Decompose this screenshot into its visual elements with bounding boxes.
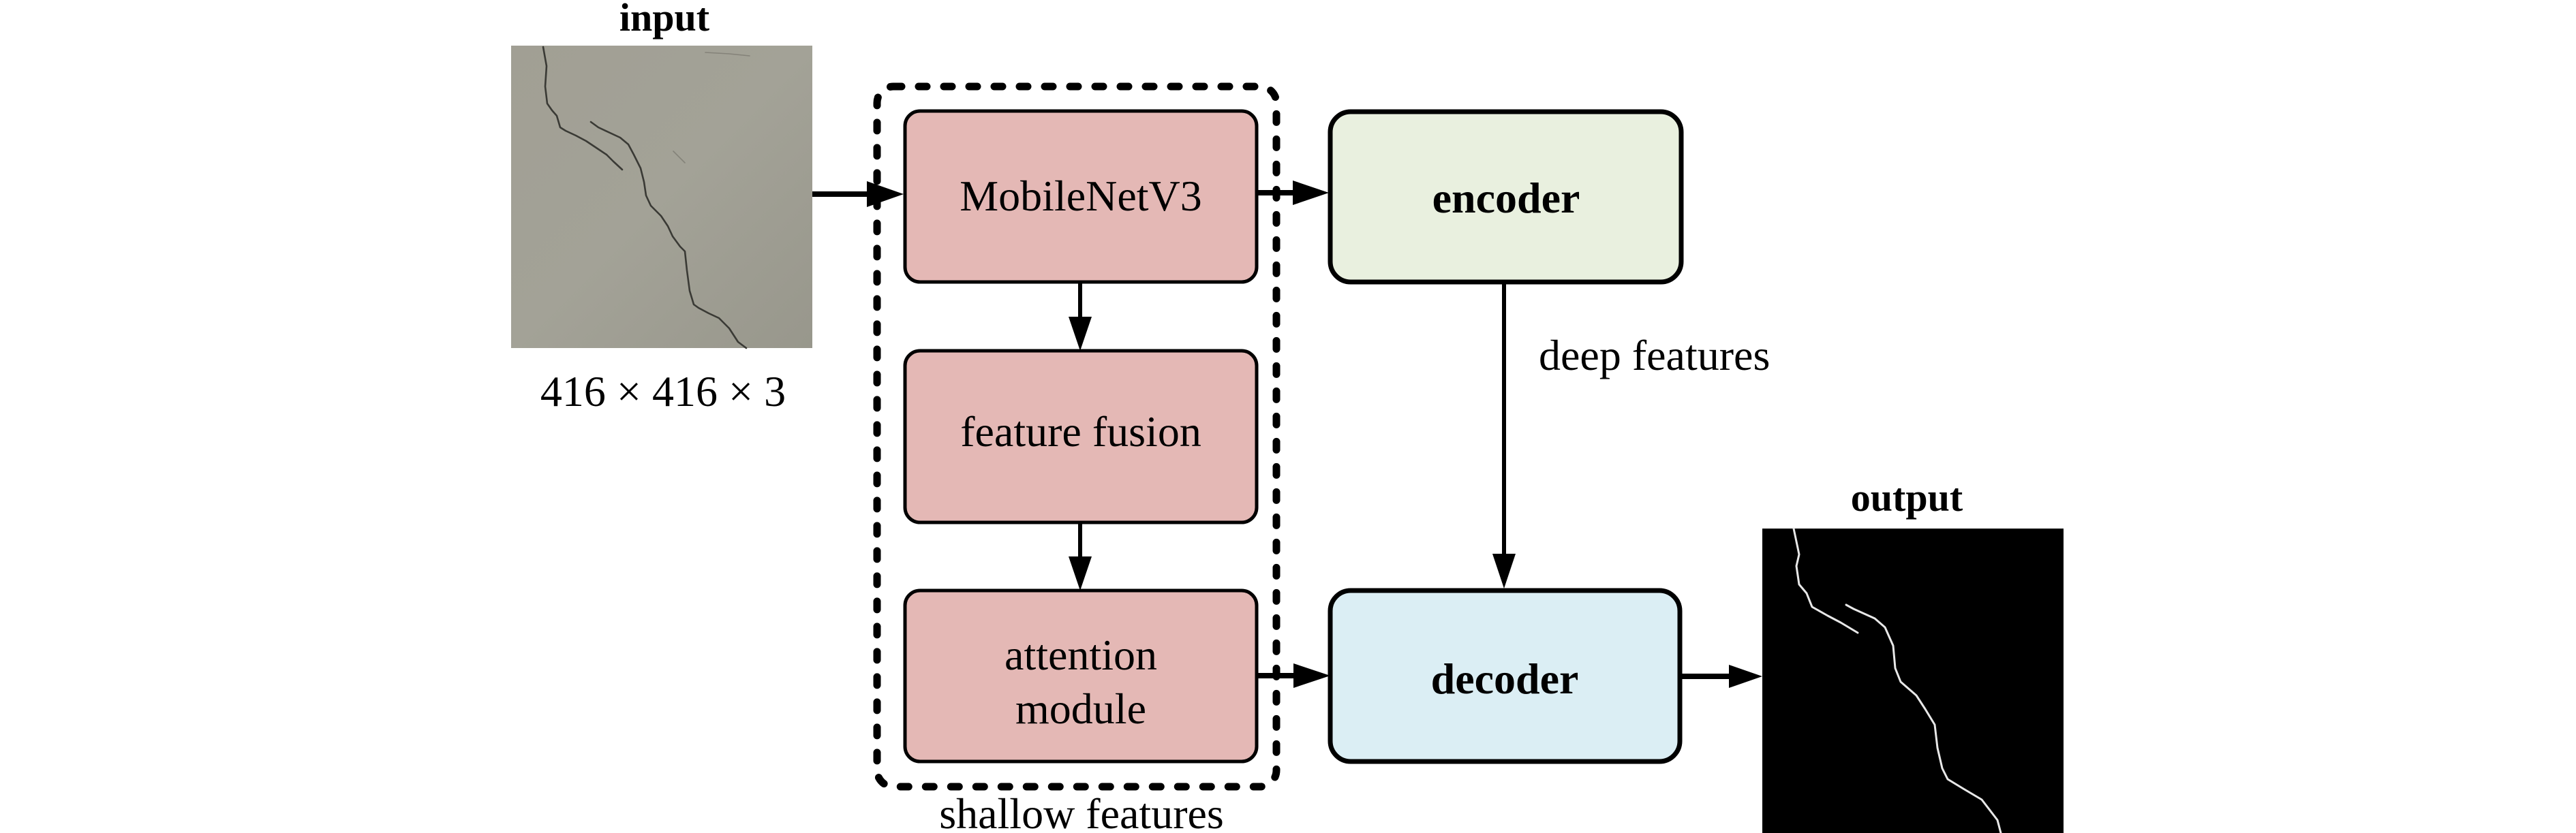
decoder-block: decoder — [1328, 588, 1683, 764]
output-label: output — [1851, 475, 1963, 520]
input-image — [511, 46, 812, 349]
mobilenetv3-block: MobileNetV3 — [903, 109, 1259, 284]
attention-module-label-line2: module — [1015, 685, 1146, 733]
arrowhead-icon — [867, 181, 904, 207]
output-image-background — [1762, 529, 2064, 833]
attention-module-label-line1: attention — [1005, 631, 1157, 679]
arrowhead-icon — [1729, 665, 1762, 688]
arrow-attention-to-decoder — [1257, 663, 1330, 688]
output-crack-left — [1792, 527, 1859, 634]
output-crack-right — [1845, 603, 2002, 833]
input-dimensions: 416 × 416 × 3 — [540, 367, 786, 415]
input-crack-faint — [705, 52, 750, 57]
arrow-encoder-to-decoder — [1492, 282, 1516, 588]
arrow-mobilenet-to-encoder — [1257, 180, 1329, 205]
decoder-label: decoder — [1431, 655, 1579, 703]
input-crack-faint-2 — [673, 151, 686, 163]
attention-module-block: attention module — [903, 588, 1259, 764]
input-crack-main-left — [542, 46, 624, 171]
arrowhead-icon — [1293, 663, 1330, 688]
input-image-background — [511, 46, 812, 348]
mobilenetv3-label: MobileNetV3 — [960, 172, 1202, 220]
encoder-label: encoder — [1432, 174, 1580, 222]
arrowhead-icon — [1069, 556, 1092, 591]
arrow-input-to-mobilenet — [812, 181, 904, 207]
arrow-decoder-to-output — [1680, 665, 1762, 688]
arrow-mobilenet-to-fusion — [1069, 282, 1092, 351]
arrowhead-icon — [1069, 317, 1092, 351]
encoder-block: encoder — [1328, 109, 1684, 285]
shallow-features-label: shallow features — [939, 789, 1224, 833]
arrow-fusion-to-attention — [1069, 522, 1092, 591]
shallow-features-group-border — [873, 82, 1281, 791]
feature-fusion-block: feature fusion — [903, 349, 1259, 524]
output-image — [1762, 527, 2064, 833]
input-label: input — [619, 0, 710, 40]
deep-features-label: deep features — [1539, 331, 1770, 379]
feature-fusion-label: feature fusion — [960, 407, 1201, 456]
input-crack-main-right — [589, 121, 748, 349]
arrowhead-icon — [1293, 180, 1329, 205]
arrowhead-icon — [1492, 554, 1516, 588]
